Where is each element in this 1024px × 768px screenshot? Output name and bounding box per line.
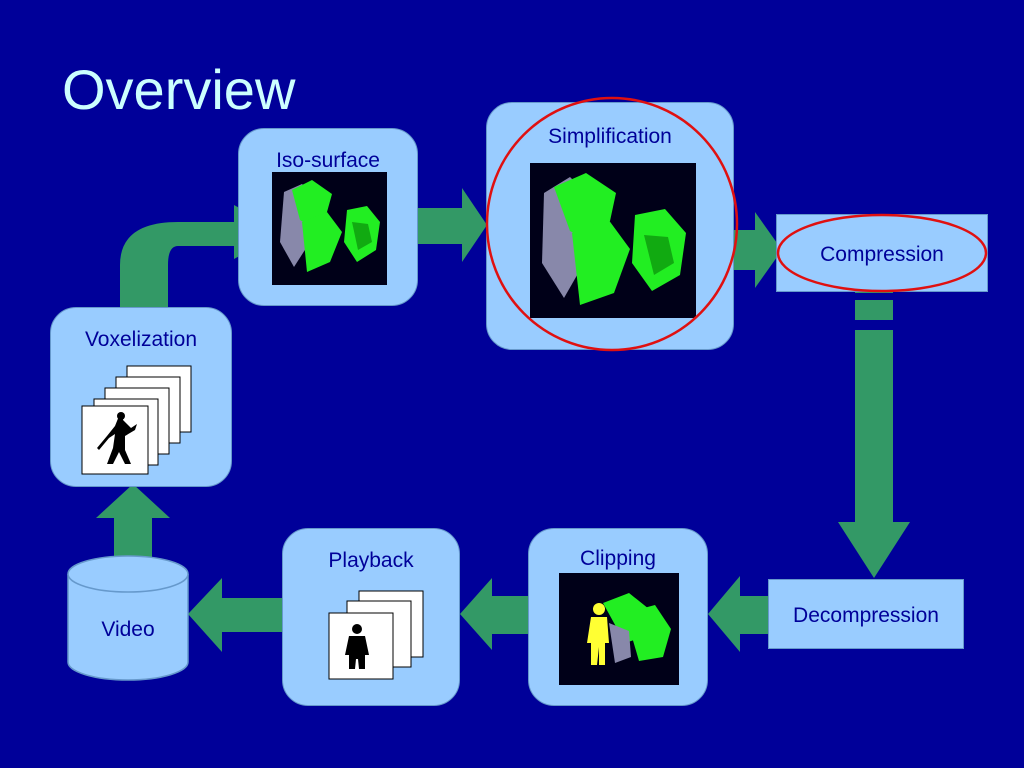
node-compression-label: Compression [820, 243, 944, 266]
node-playback: Playback [282, 528, 460, 706]
arrow-decompression-to-clipping [708, 576, 768, 652]
arrow-compression-stub-2 [855, 300, 893, 320]
slide-title: Overview [62, 58, 296, 121]
simplification-thumbnail [530, 163, 696, 318]
node-voxelization-label: Voxelization [84, 328, 198, 351]
node-decompression: Decompression [768, 579, 964, 649]
node-clipping: Clipping [528, 528, 708, 706]
node-compression: Compression [776, 214, 988, 292]
arrow-clipping-to-playback [460, 578, 536, 650]
node-playback-label: Playback [328, 549, 414, 572]
simplification-mesh-image [530, 163, 696, 318]
arrow-isosurface-to-simplification [418, 188, 487, 262]
arrow-compression-to-decompression [838, 330, 910, 578]
iso-surface-mesh-image [272, 172, 387, 285]
clipping-thumbnail [559, 573, 679, 685]
video-cylinder-shape [67, 555, 189, 681]
voxelization-frame-stack [81, 365, 192, 475]
iso-surface-thumbnail [272, 172, 387, 285]
node-simplification-label: Simplification [548, 125, 672, 148]
node-iso-surface: Iso-surface [238, 128, 418, 306]
clipping-mesh-image [559, 573, 679, 685]
node-decompression-label: Decompression [793, 604, 939, 627]
node-video-label: Video [101, 618, 155, 641]
arrow-playback-to-video [188, 578, 290, 652]
playback-frame-stack [328, 590, 424, 680]
node-iso-surface-label: Iso-surface [276, 149, 380, 172]
node-voxelization: Voxelization [50, 307, 232, 487]
node-video: Video [66, 552, 190, 682]
node-simplification: Simplification [486, 102, 734, 350]
node-clipping-label: Clipping [580, 547, 656, 570]
